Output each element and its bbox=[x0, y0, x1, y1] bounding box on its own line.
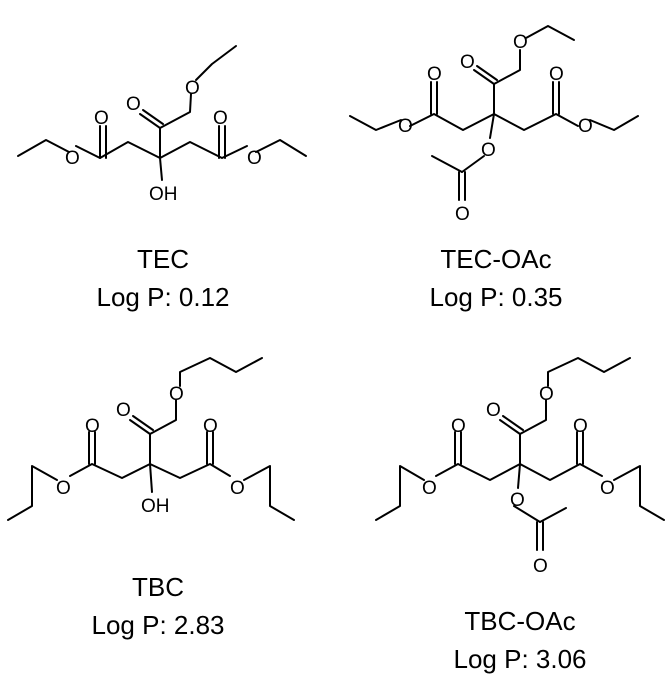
tec-oac-atoms: O O O O O O O O bbox=[398, 32, 593, 225]
oxygen-label: O bbox=[451, 416, 466, 437]
oxygen-label: O bbox=[185, 78, 200, 99]
tbc-oac-atoms: O O O O O O O O bbox=[422, 384, 615, 577]
molecule-name: TEC-OAc bbox=[440, 244, 551, 274]
oxygen-label: O bbox=[481, 140, 496, 161]
oxygen-label: O bbox=[600, 478, 615, 499]
hydroxyl-label: OH bbox=[149, 184, 178, 205]
oxygen-label: O bbox=[230, 478, 245, 499]
oxygen-label: O bbox=[398, 116, 413, 137]
oxygen-label: O bbox=[169, 384, 184, 405]
oxygen-label: O bbox=[94, 108, 109, 129]
oxygen-label: O bbox=[533, 556, 548, 577]
log-p-value: Log P: 2.83 bbox=[92, 610, 225, 640]
oxygen-label: O bbox=[460, 52, 475, 73]
tec-oac-bonds bbox=[349, 25, 639, 201]
log-p-value: Log P: 3.06 bbox=[454, 644, 587, 674]
oxygen-label: O bbox=[65, 148, 80, 169]
log-p-value: Log P: 0.35 bbox=[430, 282, 563, 312]
tec-atoms: O O O O O O OH bbox=[65, 78, 262, 205]
molecule-name: TBC bbox=[132, 572, 184, 602]
oxygen-label: O bbox=[126, 94, 141, 115]
molecule-tec-oac: O O O O O O O O TEC-OAc Log P: 0.35 bbox=[349, 25, 639, 312]
tbc-bonds bbox=[7, 357, 295, 521]
oxygen-label: O bbox=[203, 416, 218, 437]
oxygen-label: O bbox=[539, 384, 554, 405]
molecule-name: TEC bbox=[137, 244, 189, 274]
tbc-atoms: O O O O O O OH bbox=[56, 384, 245, 517]
hydroxyl-label: OH bbox=[141, 496, 170, 517]
oxygen-label: O bbox=[116, 400, 131, 421]
oxygen-label: O bbox=[213, 108, 228, 129]
oxygen-label: O bbox=[578, 116, 593, 137]
oxygen-label: O bbox=[56, 478, 71, 499]
oxygen-label: O bbox=[510, 490, 525, 511]
molecule-tec: O O O O O O OH TEC Log P: 0.12 bbox=[17, 45, 307, 312]
oxygen-label: O bbox=[573, 416, 588, 437]
molecule-tbc-oac: O O O O O O O O TBC-OAc Log P: 3.06 bbox=[375, 357, 665, 674]
oxygen-label: O bbox=[455, 204, 470, 225]
molecule-name: TBC-OAc bbox=[464, 606, 575, 636]
oxygen-label: O bbox=[513, 32, 528, 53]
oxygen-label: O bbox=[486, 400, 501, 421]
oxygen-label: O bbox=[422, 478, 437, 499]
log-p-value: Log P: 0.12 bbox=[97, 282, 230, 312]
tbc-oac-bonds bbox=[375, 357, 665, 551]
tec-bonds bbox=[17, 45, 307, 181]
oxygen-label: O bbox=[549, 64, 564, 85]
molecule-tbc: O O O O O O OH TBC Log P: 2.83 bbox=[7, 357, 295, 640]
oxygen-label: O bbox=[247, 148, 262, 169]
oxygen-label: O bbox=[427, 64, 442, 85]
oxygen-label: O bbox=[85, 416, 100, 437]
